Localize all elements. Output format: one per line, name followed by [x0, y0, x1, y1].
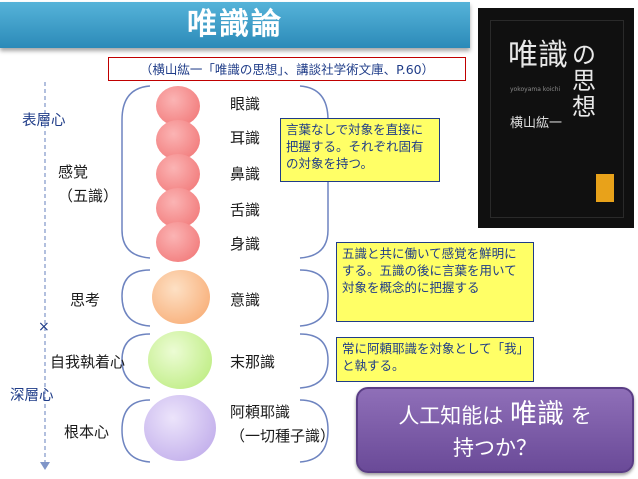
publisher-logo-icon	[596, 174, 614, 202]
note-manas: 常に阿頼耶識を対象として「我」と執する。	[336, 337, 534, 382]
circle-alaya	[144, 395, 216, 461]
label-nose: 鼻識	[230, 165, 261, 183]
label-alaya: 阿頼耶識	[230, 403, 291, 421]
group-label-ego: 自我執着心	[50, 353, 126, 371]
bracket-left-senses	[121, 85, 151, 259]
label-eye: 眼識	[230, 95, 261, 113]
question-em: 唯識	[510, 399, 564, 430]
note-mind: 五識と共に働いて感覚を鮮明にする。五識の後に言葉を用いて対象を概念的に把握する	[336, 242, 534, 322]
circle-tongue	[156, 188, 200, 228]
circle-body	[156, 222, 200, 262]
bracket-left-root	[121, 399, 151, 463]
bracket-left-ego	[121, 333, 151, 389]
label-manas: 末那識	[230, 353, 276, 371]
bracket-right-root	[299, 399, 329, 463]
label-mind: 意識	[230, 291, 261, 309]
bracket-right-ego	[299, 333, 329, 389]
label-tongue: 舌識	[230, 201, 261, 219]
circle-manas	[148, 331, 212, 389]
label-body: 身識	[230, 235, 261, 253]
down-arrow-icon	[40, 462, 50, 470]
question-pre: 人工知能は	[398, 404, 504, 428]
book-roman: yokoyama koichi	[510, 86, 561, 93]
layer-boundary-mark: ×	[38, 319, 50, 335]
citation: （横山紘一「唯識の思想」、講談社学術文庫、P.60）	[108, 57, 466, 81]
group-label-senses: 感覚 （五識）	[58, 163, 119, 205]
group-label-thought: 思考	[70, 291, 101, 309]
title-bar	[0, 2, 470, 48]
label-ear: 耳識	[230, 129, 261, 147]
question-post: を	[570, 404, 592, 428]
book-title-rest: の思想	[572, 41, 596, 121]
bracket-left-thought	[121, 269, 151, 327]
group-label-root: 根本心	[64, 423, 110, 441]
deep-layer-label: 深層心	[10, 388, 54, 404]
slide-title: 唯識論	[187, 7, 283, 42]
book-author: 横山紘一	[510, 116, 563, 131]
label-alaya-sub: （一切種子識）	[230, 427, 336, 445]
question-line2: 持つか？	[453, 436, 537, 460]
surface-layer-label: 表層心	[22, 113, 66, 129]
bracket-right-thought	[299, 269, 329, 327]
book-cover-frame	[490, 20, 624, 218]
note-senses: 言葉なしで対象を直接に把握する。それぞれ固有の対象を持つ。	[280, 118, 440, 182]
circle-nose	[156, 154, 200, 194]
circle-eye	[156, 86, 200, 126]
circle-mind	[152, 270, 210, 324]
book-title-main: 唯識	[508, 38, 568, 73]
circle-ear	[156, 120, 200, 160]
question-box: 人工知能は 唯識 を 持つか？	[356, 387, 634, 473]
